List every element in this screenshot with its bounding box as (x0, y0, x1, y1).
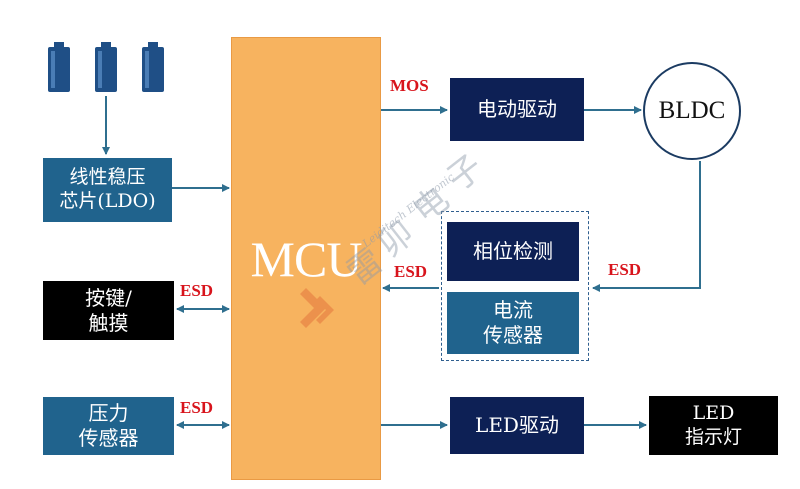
mcu-block: MCU (231, 37, 381, 480)
phase-detect-block: 相位检测 (447, 222, 579, 281)
keys-touch-block: 按键/ 触摸 (43, 281, 174, 340)
motor-drive-block: 电动驱动 (450, 78, 584, 141)
led-drive-block: LED驱动 (450, 397, 584, 454)
led-indicator-block: LED 指示灯 (649, 396, 778, 455)
ldo-block: 线性稳压 芯片(LDO) (43, 158, 172, 222)
battery-icon (142, 42, 164, 92)
esd-label-keys: ESD (180, 281, 214, 300)
watermark-logo-icon (300, 288, 334, 328)
arrow-bldc-to-feedback (592, 161, 701, 292)
battery-icon (48, 42, 70, 92)
mos-label: MOS (390, 76, 429, 95)
esd-label-bldc: ESD (608, 260, 642, 279)
current-sensor-block: 电流 传感器 (447, 292, 579, 354)
esd-label-feedback: ESD (394, 262, 428, 281)
esd-label-pressure: ESD (180, 398, 214, 417)
feedback-group (441, 211, 589, 361)
battery-icon (95, 42, 117, 92)
pressure-sensor-block: 压力 传感器 (43, 397, 174, 455)
bldc-motor: BLDC (643, 62, 741, 160)
